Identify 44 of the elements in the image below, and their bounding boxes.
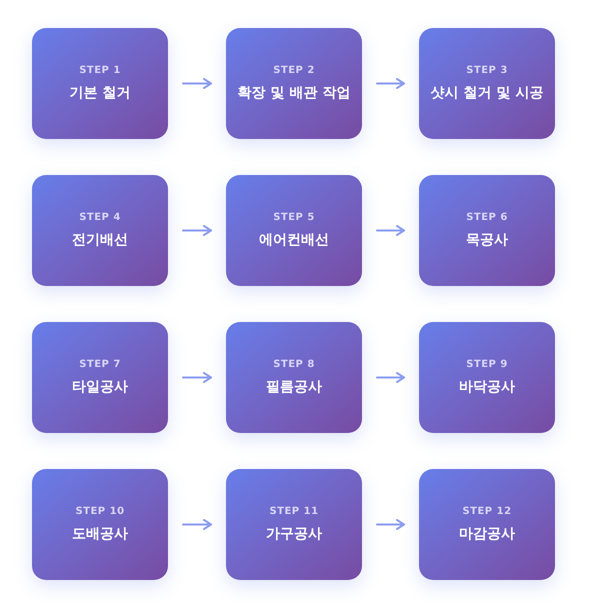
step-label: STEP 5	[273, 212, 315, 224]
step-label: STEP 1	[79, 65, 121, 77]
step-title: 마감공사	[459, 525, 515, 543]
arrow	[376, 225, 405, 236]
step-label: STEP 6	[466, 212, 508, 224]
step-card	[419, 469, 555, 580]
step-card	[226, 469, 362, 580]
step-card	[226, 322, 362, 433]
arrow	[182, 225, 212, 236]
step-label: STEP 9	[466, 359, 508, 371]
arrow	[182, 372, 212, 383]
step-title: 바닥공사	[459, 378, 515, 396]
step-title: 전기배선	[72, 231, 128, 249]
step-label: STEP 8	[273, 359, 315, 371]
step-label: STEP 10	[75, 506, 125, 518]
step-title: 목공사	[466, 231, 508, 249]
step-label: STEP 7	[79, 359, 121, 371]
arrow	[376, 78, 405, 89]
arrow	[182, 519, 212, 530]
step-card	[32, 322, 168, 433]
step-card	[419, 28, 555, 139]
step-title: 기본 철거	[70, 84, 130, 102]
arrow	[182, 78, 212, 89]
step-title: 타일공사	[72, 378, 128, 396]
step-title: 도배공사	[72, 525, 128, 543]
step-card	[419, 322, 555, 433]
step-title: 가구공사	[266, 525, 322, 543]
step-label: STEP 3	[466, 65, 508, 77]
step-label: STEP 4	[79, 212, 121, 224]
step-title: 필름공사	[266, 378, 322, 396]
step-title: 확장 및 배관 작업	[238, 84, 350, 102]
step-card	[226, 28, 362, 139]
step-label: STEP 2	[273, 65, 315, 77]
step-card	[226, 175, 362, 286]
step-card	[32, 28, 168, 139]
arrow	[376, 372, 405, 383]
step-title: 샷시 철거 및 시공	[430, 84, 544, 102]
step-label: STEP 11	[269, 506, 319, 518]
arrow	[376, 519, 405, 530]
step-label: STEP 12	[462, 506, 512, 518]
step-title: 에어컨배선	[259, 231, 329, 249]
step-card	[419, 175, 555, 286]
step-card	[32, 469, 168, 580]
step-card	[32, 175, 168, 286]
